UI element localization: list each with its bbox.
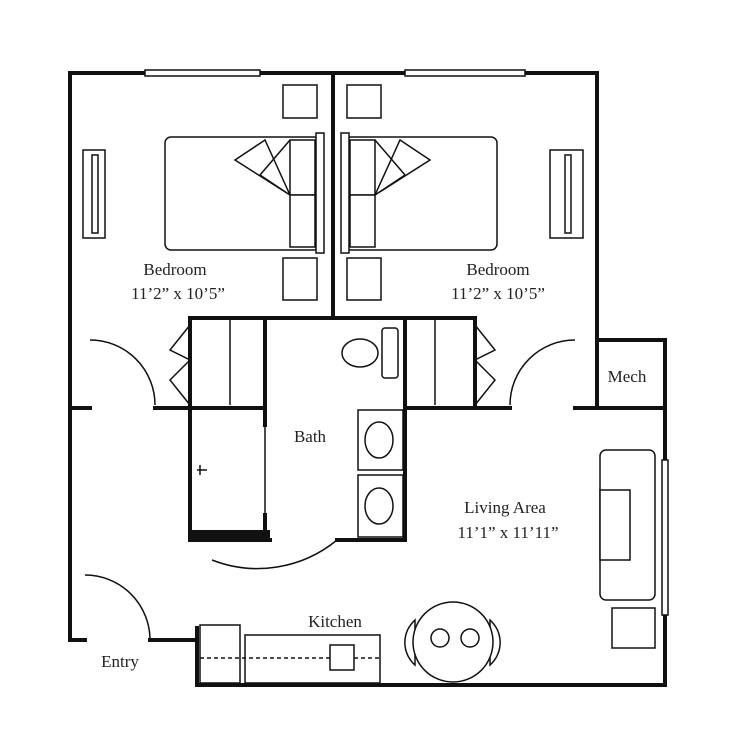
room-labels: Bedroom 11’2” x 10’5” Bedroom 11’2” x 10… <box>101 260 647 671</box>
living-area-dims: 11’1” x 11’11” <box>457 523 558 542</box>
furniture <box>82 84 656 684</box>
windows <box>144 69 669 616</box>
bath-label: Bath <box>294 427 327 446</box>
bedroom-left-dims: 11’2” x 10’5” <box>131 284 225 303</box>
living-area-name: Living Area <box>464 498 546 517</box>
walls <box>68 71 667 687</box>
bedroom-right-name: Bedroom <box>466 260 529 279</box>
doors <box>84 320 576 641</box>
bedroom-left-name: Bedroom <box>143 260 206 279</box>
bedroom-right-dims: 11’2” x 10’5” <box>451 284 545 303</box>
kitchen-label: Kitchen <box>308 612 362 631</box>
mech-label: Mech <box>608 367 647 386</box>
entry-label: Entry <box>101 652 139 671</box>
